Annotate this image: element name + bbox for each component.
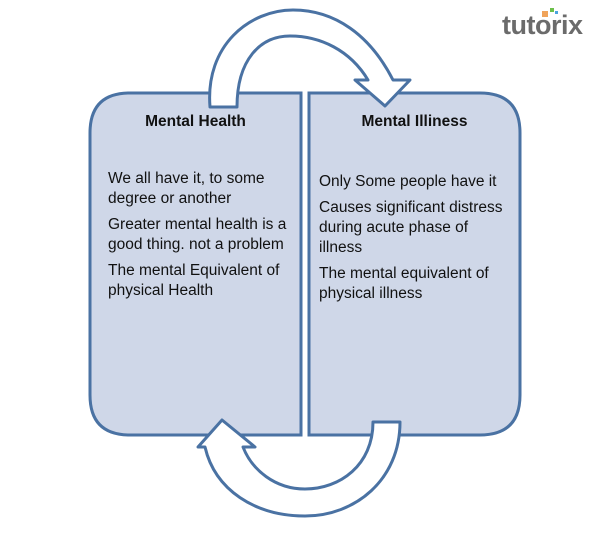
list-item: The mental equivalent of physical illnes…: [319, 265, 489, 302]
mental-health-title: Mental Health: [145, 113, 246, 130]
mental-illness-box: [307, 91, 522, 437]
list-item: Only Some people have it: [319, 173, 497, 190]
list-item: The mental Equivalent of physical Health: [108, 262, 280, 299]
list-item: Greater mental health is a good thing. n…: [108, 216, 287, 253]
top-curved-arrow: [208, 8, 412, 109]
mental-health-box: [88, 91, 303, 437]
bottom-curved-arrow: [196, 418, 402, 518]
logo-dots-icon: [542, 8, 558, 17]
list-item: Causes significant distress during acute…: [319, 199, 503, 256]
list-item: We all have it, to some degree or anothe…: [108, 170, 265, 207]
mental-illness-items: Only Some people have it Causes signific…: [319, 172, 509, 310]
tutorix-logo: tutorix: [502, 10, 583, 40]
mental-illness-title: Mental Illiness: [361, 113, 468, 130]
mental-health-items: We all have it, to some degree or anothe…: [108, 169, 298, 307]
